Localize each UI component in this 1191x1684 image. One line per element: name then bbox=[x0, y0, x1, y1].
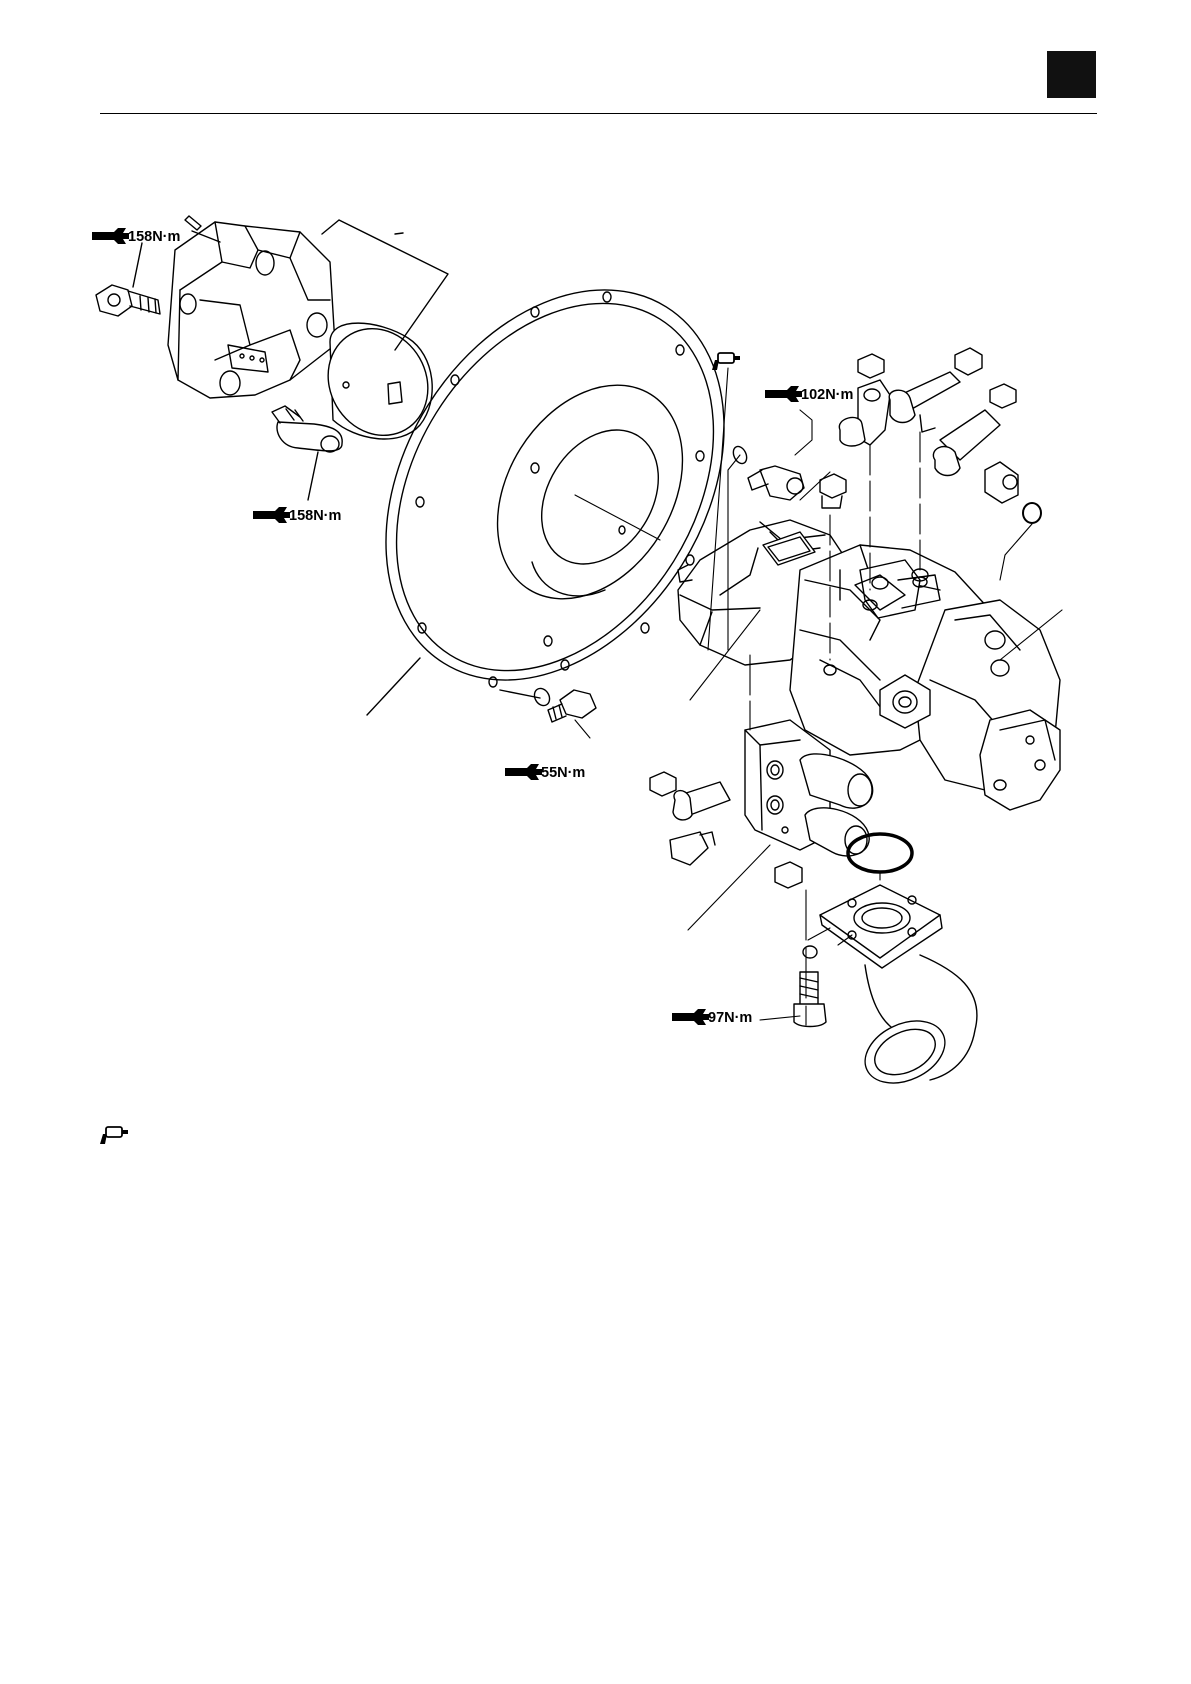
plug-fitting-small bbox=[820, 474, 846, 508]
fitting-bolt bbox=[731, 444, 804, 500]
suction-flange-bolt bbox=[794, 946, 826, 1027]
housing-bolt bbox=[531, 686, 596, 722]
tee-fitting-right bbox=[933, 384, 1018, 503]
torque-label-fitting: 102N·m bbox=[801, 387, 853, 403]
grease-gun-icon bbox=[712, 353, 740, 370]
tee-fitting-middle bbox=[889, 348, 982, 432]
torque-label-coupling-top: 158N·m bbox=[128, 229, 180, 245]
torque-label-suction: 97N·m bbox=[708, 1010, 752, 1026]
leader-housing bbox=[367, 658, 420, 715]
torque-callout-suction: 97N·m bbox=[672, 1009, 752, 1026]
coupling-bolt-top bbox=[96, 285, 160, 316]
torque-callout-fitting: 102N·m bbox=[765, 386, 853, 403]
wrench-icon bbox=[505, 764, 542, 780]
o-ring-small bbox=[1023, 503, 1041, 523]
torque-label-coupling-bottom: 158N·m bbox=[289, 508, 341, 524]
torque-label-housing: 55N·m bbox=[541, 765, 585, 781]
torque-callout-coupling-bottom: 158N·m bbox=[253, 507, 341, 524]
flywheel-housing bbox=[317, 227, 794, 742]
hydraulic-pump bbox=[678, 520, 1060, 856]
suction-flange bbox=[820, 885, 977, 1095]
wrench-icon bbox=[765, 386, 802, 402]
torque-callout-housing: 55N·m bbox=[505, 764, 585, 781]
wrench-icon bbox=[92, 228, 129, 244]
grease-gun-icon bbox=[100, 1127, 128, 1144]
wrench-icon bbox=[672, 1009, 709, 1025]
coupling-bolt-bottom bbox=[272, 406, 342, 452]
wrench-icon bbox=[253, 507, 290, 523]
torque-callout-coupling-top: 158N·m bbox=[92, 228, 180, 245]
flexible-coupling bbox=[168, 216, 335, 398]
